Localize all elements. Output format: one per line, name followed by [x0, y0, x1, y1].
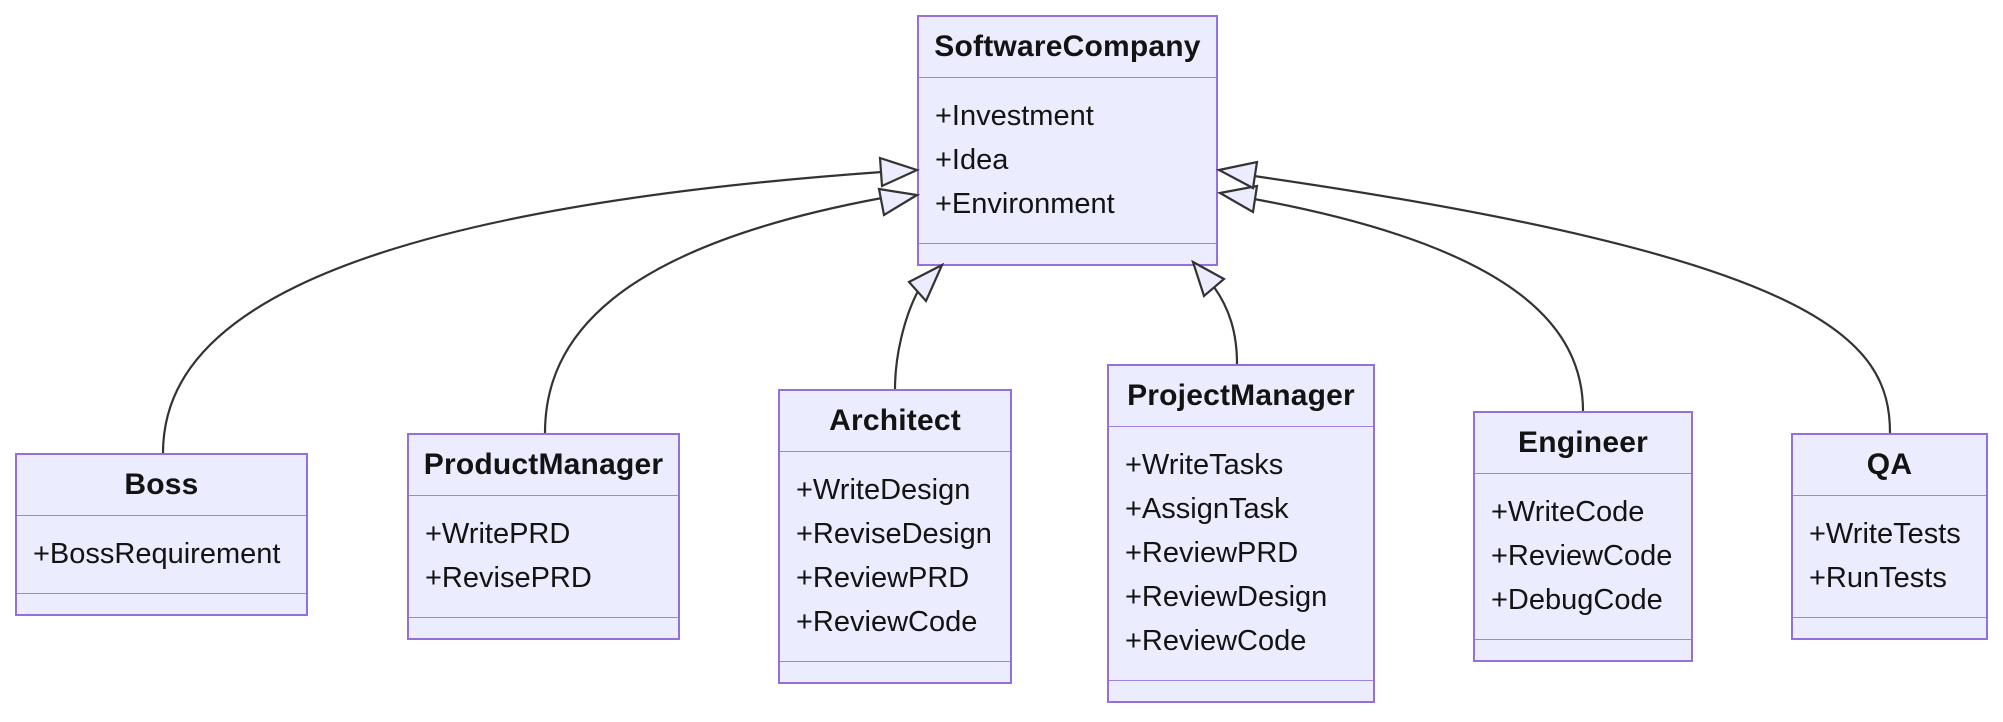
class-box-softwarecompany: SoftwareCompany +Investment +Idea +Envir…: [917, 15, 1218, 266]
members-softwarecompany: +Investment +Idea +Environment: [919, 78, 1216, 244]
methods-empty-productmanager: [409, 618, 678, 638]
member-row: +RunTests: [1809, 562, 1947, 594]
inheritance-arrowhead-projectmanager: [1191, 259, 1226, 298]
member-row: +WriteTasks: [1125, 449, 1284, 481]
member-row: +Environment: [935, 188, 1115, 220]
class-box-boss: Boss +BossRequirement: [15, 453, 308, 616]
members-qa: +WriteTests +RunTests: [1793, 496, 1986, 618]
inheritance-arrowhead-qa: [1215, 160, 1259, 190]
edge-projectmanager-to-softwarecompany: [1213, 286, 1239, 365]
edge-architect-to-softwarecompany: [893, 290, 919, 390]
member-row: +WriteTests: [1809, 518, 1961, 550]
edge-boss-to-softwarecompany: [161, 170, 883, 454]
class-title-projectmanager: ProjectManager: [1109, 366, 1373, 427]
class-title-softwarecompany: SoftwareCompany: [919, 17, 1216, 78]
members-projectmanager: +WriteTasks +AssignTask +ReviewPRD +Revi…: [1109, 427, 1373, 681]
member-row: +ReviewCode: [1125, 625, 1307, 657]
member-row: +WriteDesign: [796, 474, 971, 506]
inheritance-arrowhead-architect: [907, 262, 945, 304]
inheritance-arrowhead-boss: [878, 156, 921, 188]
class-title-qa: QA: [1793, 435, 1986, 496]
member-row: +AssignTask: [1125, 493, 1289, 525]
member-row: +WritePRD: [425, 518, 571, 550]
methods-empty-architect: [780, 662, 1010, 682]
member-row: +ReviewDesign: [1125, 581, 1328, 613]
class-box-architect: Architect +WriteDesign +ReviseDesign +Re…: [778, 389, 1012, 684]
class-box-qa: QA +WriteTests +RunTests: [1791, 433, 1988, 640]
member-row: +Investment: [935, 100, 1094, 132]
member-row: +ReviewCode: [796, 606, 978, 638]
methods-empty-projectmanager: [1109, 681, 1373, 701]
inheritance-arrowhead-engineer: [1216, 184, 1259, 214]
member-row: +ReviewPRD: [1125, 537, 1299, 569]
member-row: +RevisePRD: [425, 562, 592, 594]
class-title-engineer: Engineer: [1475, 413, 1691, 474]
class-box-engineer: Engineer +WriteCode +ReviewCode +DebugCo…: [1473, 411, 1693, 662]
member-row: +ReviewCode: [1491, 540, 1673, 572]
members-engineer: +WriteCode +ReviewCode +DebugCode: [1475, 474, 1691, 640]
methods-empty-engineer: [1475, 640, 1691, 660]
member-row: +BossRequirement: [33, 538, 281, 570]
member-row: +Idea: [935, 144, 1009, 176]
methods-empty-qa: [1793, 618, 1986, 638]
class-title-architect: Architect: [780, 391, 1010, 452]
members-productmanager: +WritePRD +RevisePRD: [409, 496, 678, 618]
class-title-productmanager: ProductManager: [409, 435, 678, 496]
members-architect: +WriteDesign +ReviseDesign +ReviewPRD +R…: [780, 452, 1010, 662]
members-boss: +BossRequirement: [17, 516, 306, 594]
member-row: +DebugCode: [1491, 584, 1663, 616]
member-row: +WriteCode: [1491, 496, 1645, 528]
inheritance-arrowhead-productmanager: [877, 187, 921, 217]
member-row: +ReviseDesign: [796, 518, 992, 550]
methods-empty-softwarecompany: [919, 244, 1216, 264]
member-row: +ReviewPRD: [796, 562, 970, 594]
class-box-productmanager: ProductManager +WritePRD +RevisePRD: [407, 433, 680, 640]
class-box-projectmanager: ProjectManager +WriteTasks +AssignTask +…: [1107, 364, 1375, 703]
methods-empty-boss: [17, 594, 306, 614]
class-title-boss: Boss: [17, 455, 306, 516]
